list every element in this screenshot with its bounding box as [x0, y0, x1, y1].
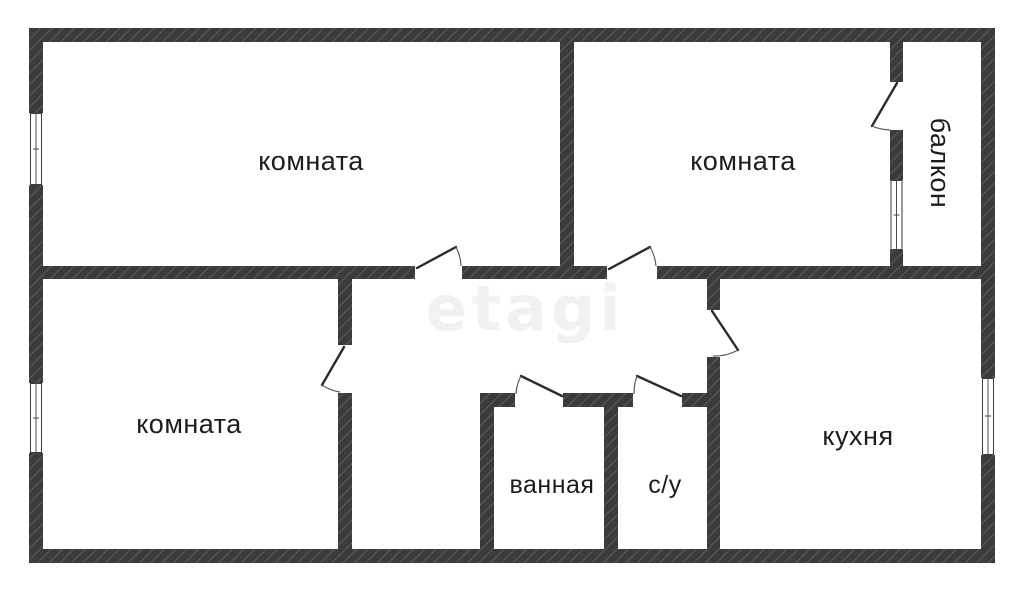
label-bathroom: ванная: [510, 471, 595, 499]
door-kitchen: [710, 309, 740, 357]
window-room-top-left: [30, 113, 42, 185]
label-balcony: балкон: [925, 118, 955, 209]
window-room-bottom-left: [30, 383, 42, 453]
walls: [29, 28, 995, 563]
door-room-top-right: [607, 245, 657, 271]
wall-bathroom-left: [480, 393, 494, 549]
wall-top-rooms-divider: [560, 42, 574, 278]
wall-balcony-divider-middle: [890, 130, 903, 180]
wall-exterior-right-upper: [981, 42, 995, 378]
label-room-bottom-left: комната: [136, 409, 242, 439]
wall-hall-top-right: [657, 266, 981, 279]
wall-exterior-bottom: [29, 549, 995, 563]
wall-kitchen-left-lower: [707, 357, 720, 549]
window-kitchen: [982, 378, 994, 455]
wall-exterior-right-lower: [981, 455, 995, 549]
windows: [30, 113, 994, 455]
wall-exterior-top: [29, 28, 995, 42]
wall-room-bl-right-upper: [338, 279, 352, 345]
label-room-top-left: комната: [258, 146, 364, 176]
wall-exterior-left-lower: [29, 453, 43, 549]
wall-room-bl-right-lower: [338, 393, 352, 549]
door-bathroom: [515, 374, 564, 398]
wall-bathroom-top-right: [563, 393, 633, 407]
wall-hall-top-left: [43, 266, 415, 279]
wall-kitchen-left-upper: [707, 279, 720, 310]
label-room-top-right: комната: [690, 146, 796, 176]
door-room-bottom-left: [320, 345, 346, 393]
wall-wc-top-right: [682, 393, 707, 407]
door-wc: [633, 374, 683, 398]
door-balcony: [870, 81, 899, 131]
wall-hall-top-middle: [462, 266, 607, 279]
wall-balcony-divider-lower: [890, 250, 903, 266]
wall-exterior-left-upper: [29, 42, 43, 113]
label-kitchen: кухня: [822, 421, 893, 451]
wall-balcony-divider-upper: [890, 42, 903, 82]
label-wc: с/у: [648, 471, 681, 499]
door-room-top-left: [415, 245, 462, 270]
doors: [320, 81, 899, 398]
wall-bathroom-wc-divider: [604, 393, 618, 549]
watermark-text: etagi: [425, 272, 624, 345]
wall-bathroom-top-left: [480, 393, 515, 407]
window-balcony: [890, 180, 903, 250]
room-labels: комната комната балкон комната ванная с/…: [136, 118, 955, 499]
wall-exterior-left-middle: [29, 185, 43, 383]
